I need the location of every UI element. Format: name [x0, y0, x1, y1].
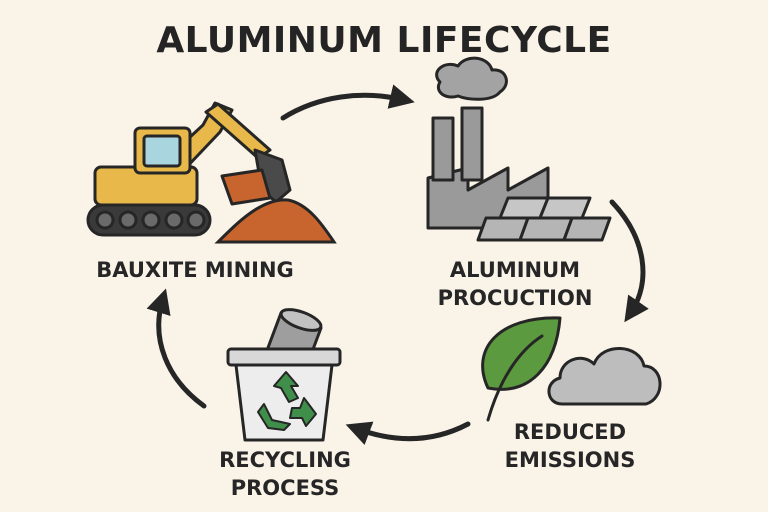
diagram-title: ALUMINUM LIFECYCLE [156, 20, 612, 61]
aluminum-ingots-icon [476, 196, 612, 242]
leaf-icon [481, 316, 562, 422]
cloud-icon [547, 347, 662, 406]
arrow-recycling-to-mining [146, 288, 207, 409]
stage-label-aluminum-production: ALUMINUM PROCUCTION [437, 258, 593, 310]
excavator-icon [86, 101, 292, 237]
arrow-emissions-to-recycling [345, 421, 471, 445]
stage-label-bauxite-mining: BAUXITE MINING [96, 258, 294, 282]
stage-label-reduced-emissions: REDUCED EMISSIONS [504, 420, 636, 472]
bauxite-pile-icon [214, 198, 337, 244]
stage-label-recycling-process: RECYCLING PROCESS [219, 448, 351, 500]
arrow-mining-to-production [280, 84, 415, 121]
arrow-production-to-emissions [609, 199, 649, 323]
recycle-symbol-icon [257, 371, 317, 431]
